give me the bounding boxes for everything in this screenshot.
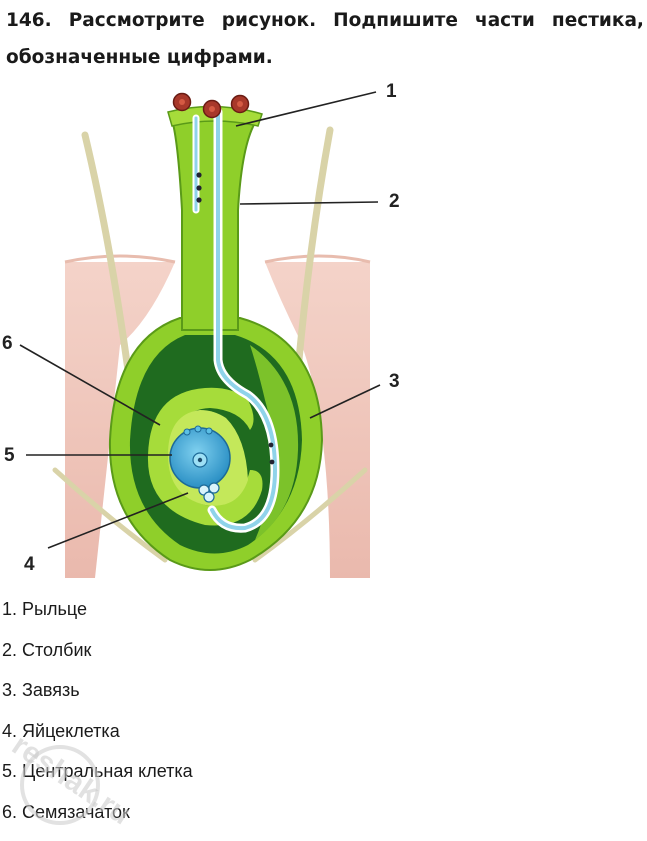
answer-item: 2. Столбик — [2, 639, 402, 680]
answer-item: 3. Завязь — [2, 679, 402, 720]
task-word: части — [475, 2, 535, 39]
callout-2: 2 — [389, 191, 400, 212]
callout-5: 5 — [4, 445, 15, 466]
pistil-figure: 1 2 3 4 5 6 — [0, 80, 420, 585]
task-word: Рассмотрите — [69, 2, 205, 39]
task-word: Подпишите — [333, 2, 458, 39]
answer-item: 6. Семязачаток — [2, 801, 402, 841]
callout-1: 1 — [386, 81, 397, 102]
task-word: 146. — [6, 2, 52, 39]
task-word: рисунок. — [222, 2, 316, 39]
task-word: пестика, — [552, 2, 644, 39]
answers-list: 1. Рыльце 2. Столбик 3. Завязь 4. Яйцекл… — [2, 598, 402, 841]
task-statement: 146. Рассмотрите рисунок. Подпишите част… — [6, 2, 644, 76]
answer-item: 1. Рыльце — [2, 598, 402, 639]
answer-item: 5. Центральная клетка — [2, 760, 402, 801]
answer-item: 4. Яйцеклетка — [2, 720, 402, 761]
callout-4: 4 — [24, 554, 35, 575]
pistil-illustration: 1 2 3 4 5 6 — [0, 80, 420, 585]
task-line-2: обозначенные цифрами. — [6, 39, 644, 76]
task-line-1: 146. Рассмотрите рисунок. Подпишите част… — [6, 2, 644, 39]
callout-3: 3 — [389, 371, 400, 392]
callout-6: 6 — [2, 333, 13, 354]
